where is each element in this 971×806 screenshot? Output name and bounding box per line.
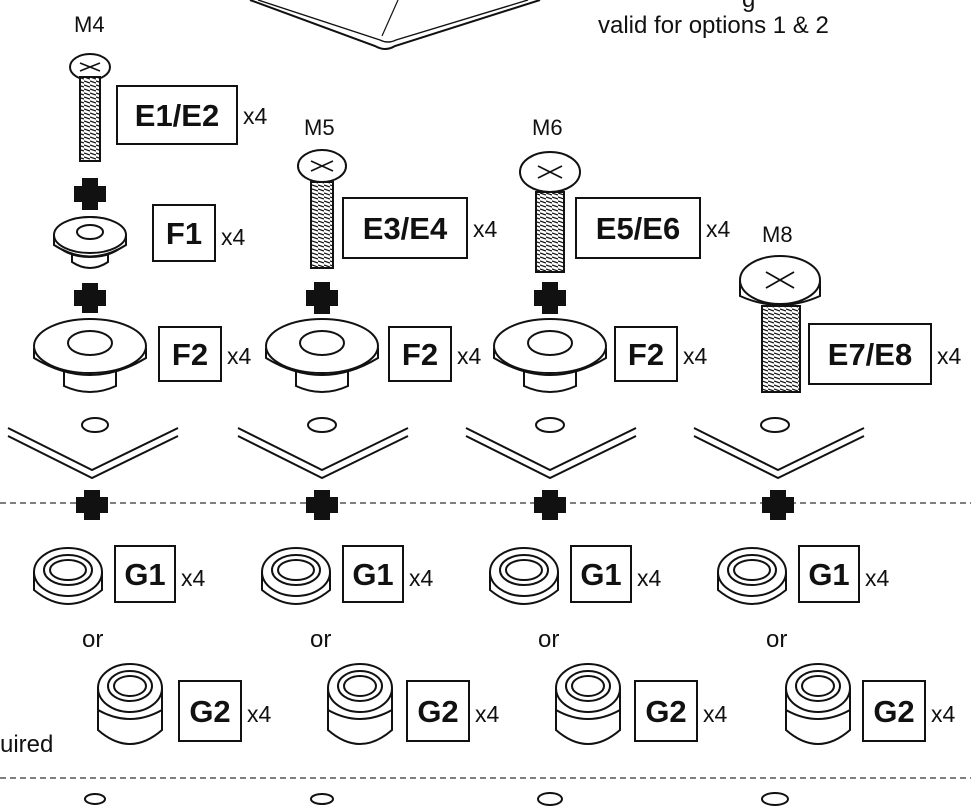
qty-g2: x4 [475, 701, 500, 727]
part-label-g2: G2 [406, 680, 470, 742]
qty-g2: x4 [703, 701, 728, 727]
grommet-g2-icon [97, 663, 163, 745]
screw-m4-icon [69, 53, 111, 162]
note-cut-text: g [742, 0, 755, 12]
qty-f2: x4 [457, 343, 482, 369]
plus-icon [534, 282, 566, 314]
washer-f1-icon [53, 216, 127, 269]
grommet-g1-icon [33, 547, 103, 605]
bracket-icon [693, 427, 865, 480]
qty-f2: x4 [227, 343, 252, 369]
screw-size-m5: M5 [304, 115, 335, 140]
qty-e5-e6: x4 [706, 216, 731, 242]
bracket-icon [237, 427, 409, 480]
qty-g2: x4 [931, 701, 956, 727]
or-text: or [310, 626, 332, 653]
hole-icon [761, 792, 789, 806]
grommet-g1-icon [489, 547, 559, 605]
part-label-g1: G1 [114, 545, 176, 603]
hole-icon [307, 417, 337, 433]
bracket-icon [465, 427, 637, 480]
part-label-e3-e4: E3/E4 [342, 197, 468, 259]
part-label-f2: F2 [614, 326, 678, 382]
screw-m6-icon [519, 151, 581, 273]
grommet-g2-icon [555, 663, 621, 745]
qty-e1-e2: x4 [243, 103, 268, 129]
part-label-g2: G2 [178, 680, 242, 742]
qty-e7-e8: x4 [937, 343, 962, 369]
part-label-f2: F2 [388, 326, 452, 382]
or-text: or [82, 626, 104, 653]
part-label-e7-e8: E7/E8 [808, 323, 932, 385]
qty-g1: x4 [637, 565, 662, 591]
screw-m8-icon [739, 255, 821, 393]
or-text: or [766, 626, 788, 653]
qty-f2: x4 [683, 343, 708, 369]
hole-icon [310, 793, 334, 805]
washer-f2-icon [265, 318, 379, 393]
left-cut-text: uired [0, 731, 54, 758]
qty-g1: x4 [865, 565, 890, 591]
bracket-icon [7, 427, 179, 480]
grommet-g1-icon [261, 547, 331, 605]
part-label-f2: F2 [158, 326, 222, 382]
part-label-g2: G2 [862, 680, 926, 742]
qty-e3-e4: x4 [473, 216, 498, 242]
hole-icon [535, 417, 565, 433]
screw-size-m4: M4 [74, 12, 105, 37]
plus-icon [306, 282, 338, 314]
top-bracket-fragment [249, 0, 541, 50]
hole-icon [537, 792, 563, 806]
part-label-g1: G1 [798, 545, 860, 603]
washer-f2-icon [33, 318, 147, 393]
screw-size-m8: M8 [762, 222, 793, 247]
part-label-e5-e6: E5/E6 [575, 197, 701, 259]
screw-m5-icon [297, 149, 347, 269]
grommet-g1-icon [717, 547, 787, 605]
qty-f1: x4 [221, 224, 246, 250]
part-label-f1: F1 [152, 204, 216, 262]
washer-f2-icon [493, 318, 607, 393]
or-text: or [538, 626, 560, 653]
part-label-g1: G1 [342, 545, 404, 603]
part-label-g1: G1 [570, 545, 632, 603]
qty-g1: x4 [181, 565, 206, 591]
screw-size-m6: M6 [532, 115, 563, 140]
plus-icon [76, 490, 108, 520]
plus-icon [74, 283, 106, 313]
part-label-e1-e2: E1/E2 [116, 85, 238, 145]
options-note: valid for options 1 & 2 [598, 12, 829, 39]
grommet-g2-icon [327, 663, 393, 745]
plus-icon [534, 490, 566, 520]
plus-icon [74, 178, 106, 210]
hole-icon [81, 417, 109, 433]
qty-g1: x4 [409, 565, 434, 591]
hole-icon [760, 417, 790, 433]
grommet-g2-icon [785, 663, 851, 745]
hole-icon [84, 793, 106, 805]
plus-icon [762, 490, 794, 520]
part-label-g2: G2 [634, 680, 698, 742]
qty-g2: x4 [247, 701, 272, 727]
plus-icon [306, 490, 338, 520]
